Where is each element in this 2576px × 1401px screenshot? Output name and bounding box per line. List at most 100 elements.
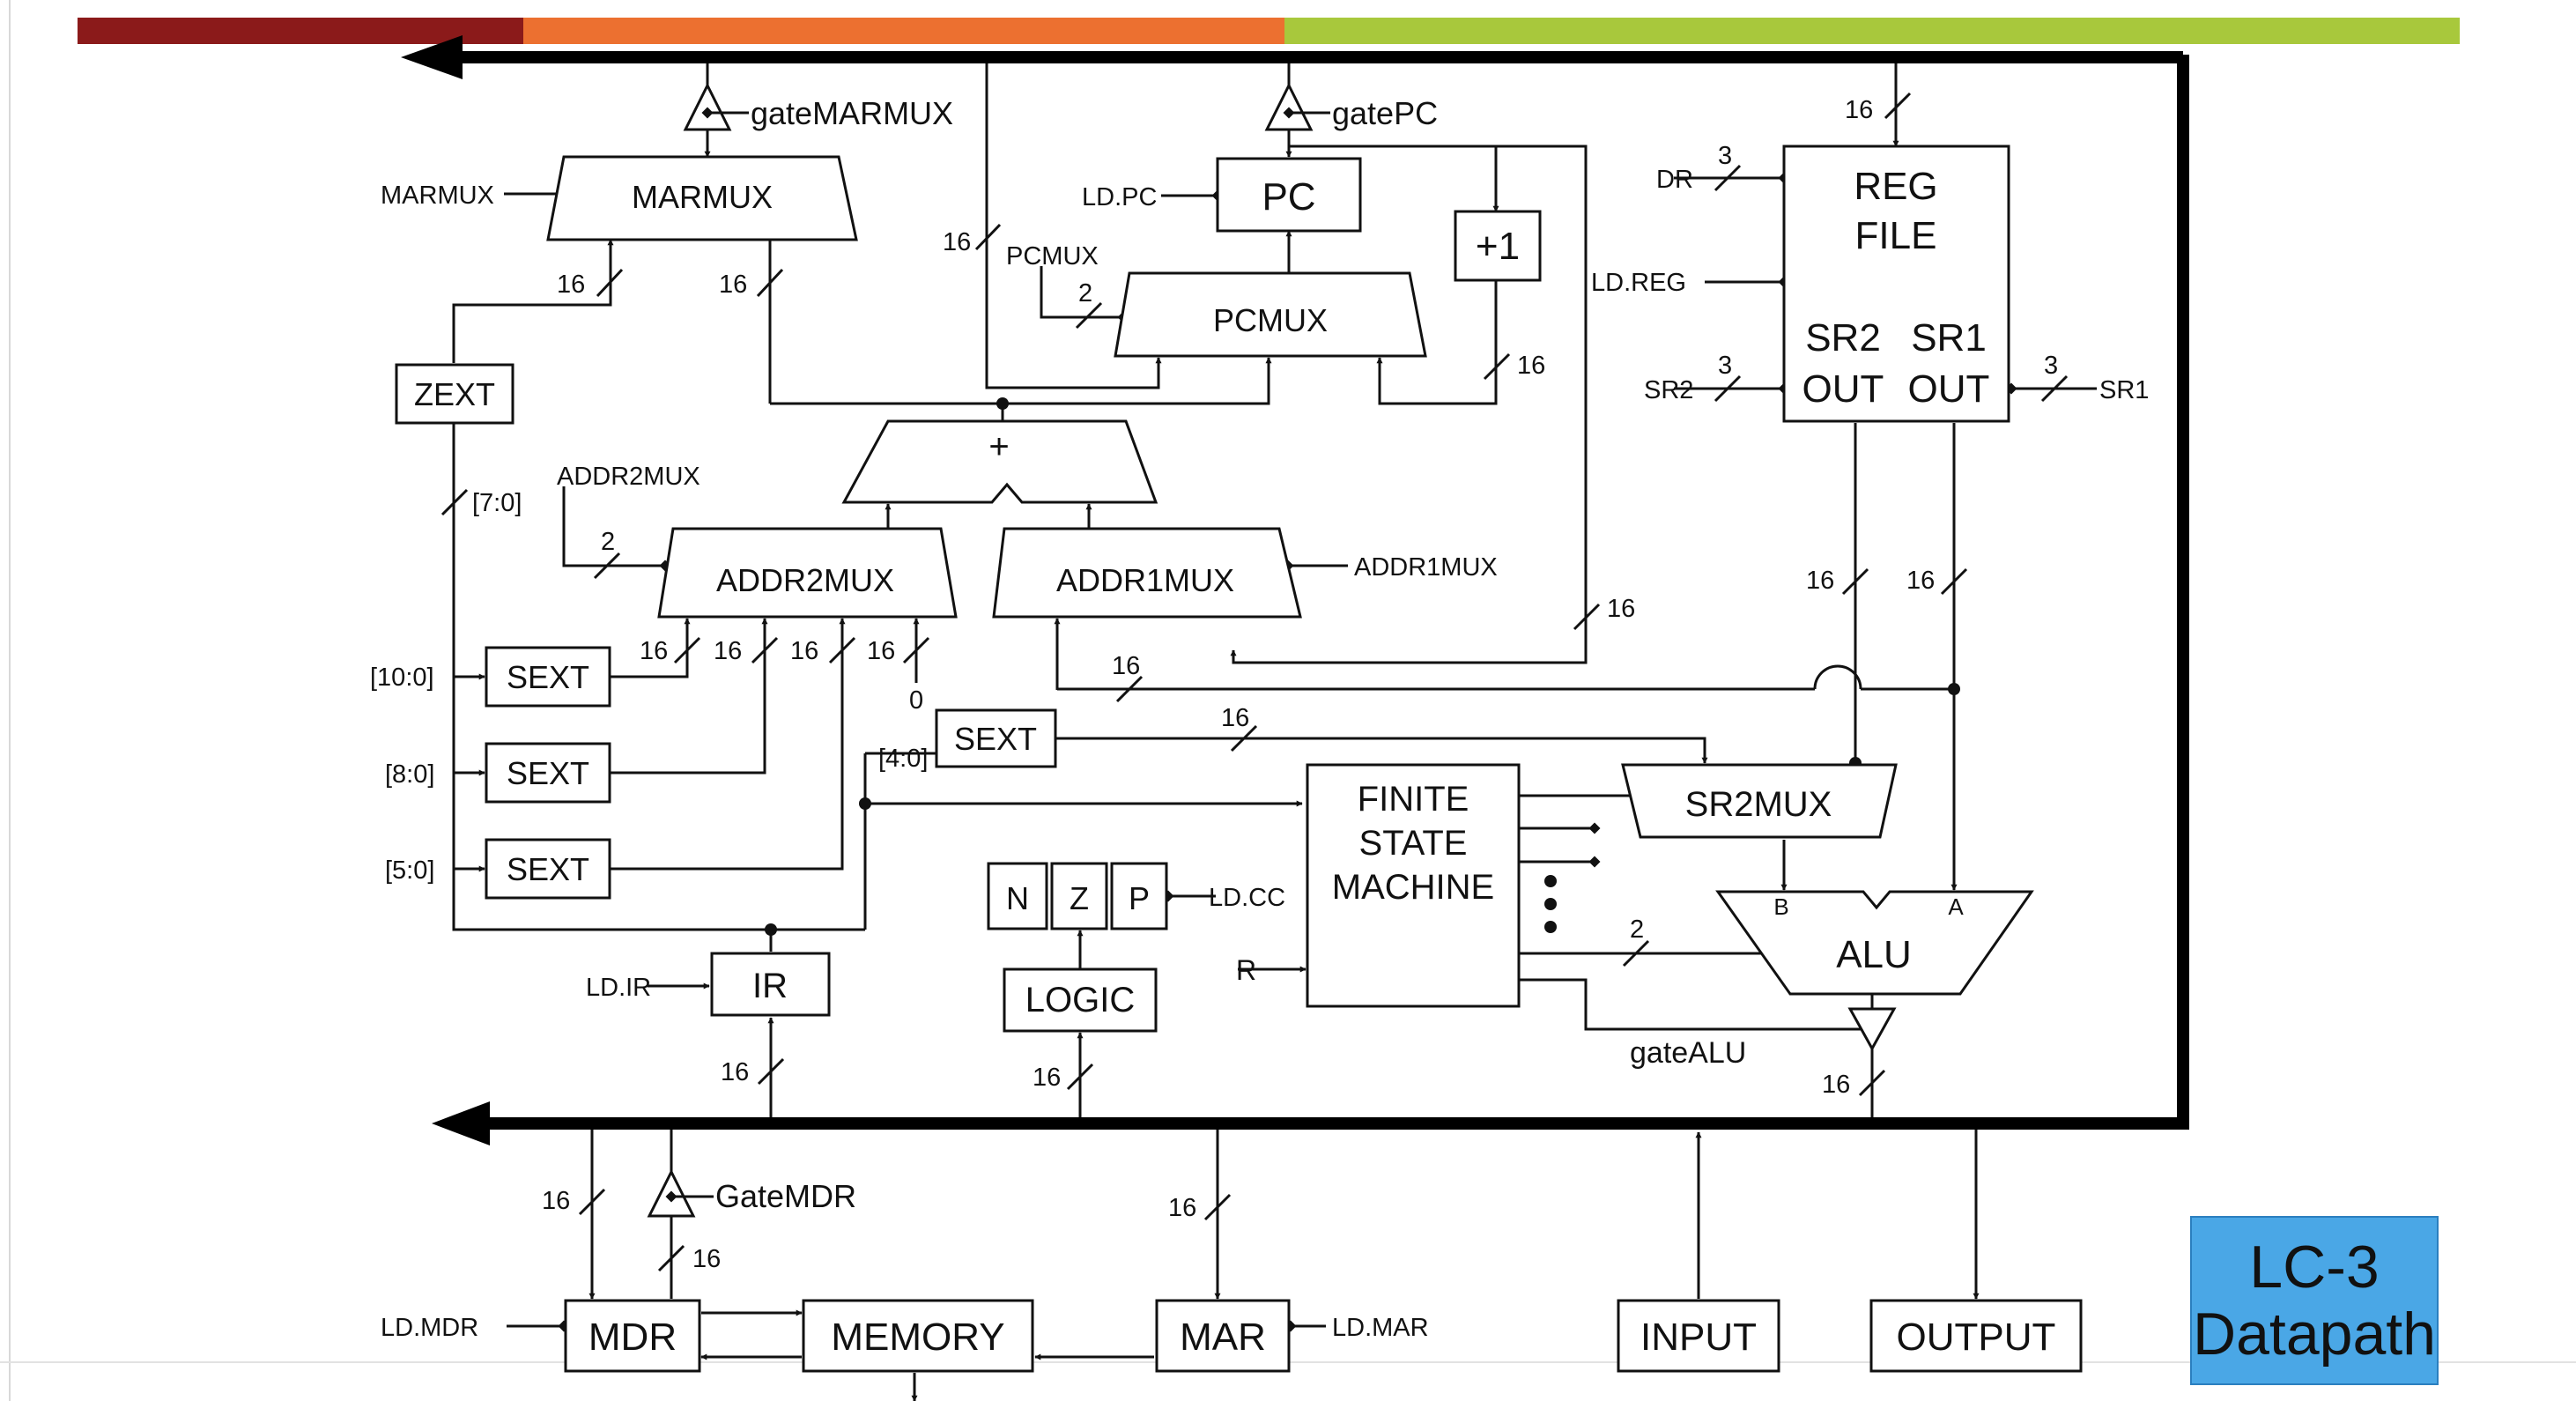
ir-register (710, 952, 831, 1017)
addr1mux-ctrl-label: ADDR1MUX (1354, 553, 1498, 582)
width-fsm-alu-ctrl: 2 (1630, 915, 1644, 944)
sext-block-8-0 (485, 742, 611, 804)
signal-labels: gateMARMUX gatePC GateMDR gateALU MARMUX… (370, 95, 2149, 1342)
dr-label: DR (1656, 166, 1693, 194)
ir-label: IR (752, 967, 788, 1005)
width-mdr-gate: 16 (692, 1245, 721, 1273)
addr1mux-label: ADDR1MUX (1056, 562, 1234, 598)
mar-register (1155, 1299, 1291, 1373)
gate-pc-label: gatePC (1332, 95, 1438, 131)
width-bus-to-regfile: 16 (1845, 96, 1873, 124)
sr2-ctrl-label: SR2 (1644, 376, 1693, 404)
sext-block-4-0 (935, 708, 1057, 768)
alu-label: ALU (1836, 933, 1912, 976)
output-device (1869, 1299, 2083, 1373)
width-sr1: 3 (2044, 352, 2058, 380)
width-plus-one-out: 16 (1517, 352, 1545, 380)
fsm-label-3: MACHINE (1332, 868, 1494, 907)
logic-label: LOGIC (1025, 981, 1135, 1019)
ld-reg-label: LD.REG (1591, 269, 1686, 297)
marmux-block (546, 155, 858, 241)
header-bar-segment-green (1284, 18, 2460, 44)
adder-label: + (988, 427, 1009, 466)
sext-label-10-0: SEXT (507, 659, 589, 695)
ld-mar-label: LD.MAR (1332, 1314, 1429, 1342)
zero-constant-label: 0 (909, 686, 923, 715)
marmux-label: MARMUX (632, 179, 773, 215)
header-bar-segment-red (78, 18, 523, 44)
width-adder-to-marmux: 16 (719, 271, 747, 299)
width-bus-to-logic: 16 (1033, 1064, 1061, 1092)
memory-block (802, 1299, 1034, 1373)
cc-z-bit (1050, 862, 1108, 930)
gate-mdr-label: GateMDR (715, 1178, 856, 1214)
zext-block (395, 363, 514, 425)
plus-one-incrementer (1454, 210, 1542, 282)
cc-p-label: P (1129, 880, 1150, 916)
logic-block (1003, 967, 1158, 1033)
output-label: OUTPUT (1897, 1316, 2056, 1359)
sext-block-10-0 (485, 646, 611, 708)
pc-register (1216, 157, 1362, 233)
fsm-more-outputs-dots (1544, 875, 1557, 933)
addr2mux-block (657, 527, 958, 619)
memory-label: MEMORY (831, 1316, 1004, 1359)
address-adder (841, 419, 1158, 504)
bits-10-0-label: [10:0] (370, 663, 434, 692)
addr2mux-label: ADDR2MUX (716, 562, 894, 598)
sext-label-5-0: SEXT (507, 851, 589, 887)
width-bus-to-ir: 16 (721, 1058, 749, 1086)
sr1-ctrl-label: SR1 (2099, 376, 2149, 404)
bits-4-0-label: [4:0] (878, 745, 928, 773)
main-bus (401, 35, 2189, 1145)
page-edge-left (9, 0, 11, 1401)
mdr-register (564, 1299, 701, 1373)
gate-alu-label: gateALU (1630, 1036, 1746, 1070)
bits-5-0-label: [5:0] (385, 856, 434, 885)
reg-file-sr1-out-label: SR1 (1911, 316, 1987, 360)
ld-ir-label: LD.IR (586, 974, 651, 1002)
width-pc-to-addr1mux: 16 (1607, 595, 1635, 623)
width-dr: 3 (1718, 142, 1732, 170)
cc-z-label: Z (1070, 880, 1089, 916)
reg-file-block (1782, 145, 2010, 423)
title-line-1: LC-3 (2249, 1234, 2380, 1301)
cc-p-bit (1110, 862, 1168, 930)
addr1mux-block (992, 527, 1302, 619)
reg-file-label-1: REG (1854, 165, 1937, 208)
sr2mux-label: SR2MUX (1685, 785, 1832, 824)
zext-label: ZEXT (414, 376, 495, 412)
reg-file-out-label-2: OUT (1908, 367, 1990, 411)
width-sr2: 3 (1718, 352, 1732, 380)
input-device (1617, 1299, 1780, 1373)
input-label: INPUT (1640, 1316, 1757, 1359)
width-sr1-out: 16 (1906, 567, 1935, 595)
cc-n-bit (987, 862, 1048, 930)
reg-file-label-2: FILE (1855, 214, 1937, 257)
width-zero-const: 16 (867, 637, 895, 665)
width-numbers: 16 16 16 2 16 16 3 3 3 2 16 16 16 16 16 … (542, 96, 2058, 1273)
width-bus-to-pcmux: 16 (943, 228, 971, 256)
bits-7-0-label: [7:0] (472, 489, 522, 517)
addr2mux-ctrl-label: ADDR2MUX (557, 463, 700, 491)
title-line-2: Datapath (2193, 1301, 2436, 1368)
width-sext-10-0: 16 (640, 637, 668, 665)
ld-cc-label: LD.CC (1209, 884, 1285, 912)
alu-a-input-label: A (1948, 893, 1964, 920)
width-bus-to-mdr: 16 (542, 1187, 570, 1215)
finite-state-machine-block (1306, 763, 1521, 1008)
pc-label: PC (1262, 175, 1315, 219)
width-slashes (440, 92, 2069, 1272)
r-label: R (1236, 954, 1256, 986)
ld-mdr-label: LD.MDR (381, 1314, 478, 1342)
pcmux-block (1114, 271, 1427, 358)
fsm-label-1: FINITE (1358, 780, 1469, 819)
marmux-ctrl-label: MARMUX (381, 182, 494, 210)
sext-label-8-0: SEXT (507, 755, 589, 791)
reg-file-out-label-1: OUT (1802, 367, 1884, 411)
width-sext-4-0-out: 16 (1221, 704, 1249, 732)
sr2mux-block (1621, 763, 1898, 839)
sext-block-5-0 (485, 838, 611, 900)
width-bus-to-mar: 16 (1168, 1194, 1196, 1222)
